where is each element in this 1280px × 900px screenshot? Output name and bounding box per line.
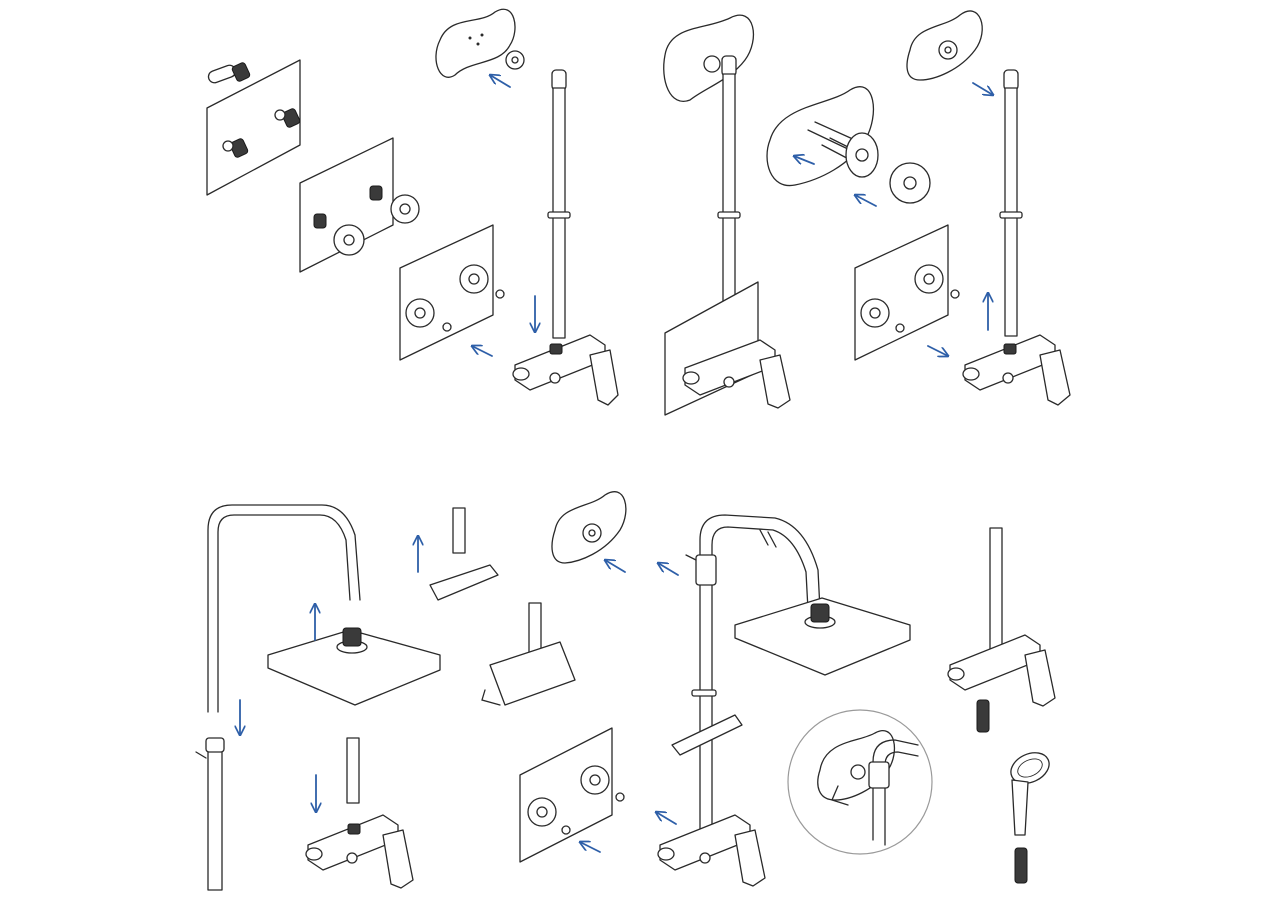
arrow-to-bar-3 (972, 82, 993, 95)
arrow-to-wall-1 (490, 75, 511, 88)
bar-stub (452, 507, 466, 554)
eccentric-fitting-1 (222, 138, 249, 158)
detail-magnifier (787, 709, 933, 855)
handshower (1010, 752, 1050, 836)
figure-shower-head (195, 504, 441, 891)
fitting-with-rosette-1 (313, 213, 365, 256)
hose-nut (976, 699, 990, 733)
arrow-cover (855, 195, 877, 207)
figure-hand-shower (947, 527, 1056, 884)
arrow-to-wall-5 (605, 560, 626, 573)
figure-plate-bottom (519, 491, 679, 863)
bar-collar-1 (547, 211, 571, 219)
arrow-to-plate-6 (580, 842, 601, 853)
fitting-with-rosette-2 (369, 185, 420, 224)
arrow-to-wall-6 (658, 563, 679, 576)
arrow-to-plate-1 (472, 346, 493, 357)
shower-arm-outer (207, 504, 361, 713)
mixer-5 (305, 814, 414, 889)
square-shower-head-2 (734, 597, 911, 676)
head-connector (336, 627, 368, 654)
bar-stub-2 (346, 737, 360, 804)
mixer-lever-1 (589, 349, 619, 406)
figure-bar-mixer-3 (854, 10, 1071, 406)
eccentric-fitting-2 (274, 108, 301, 128)
figure-full-assembly (656, 514, 911, 887)
slide-holder (429, 564, 499, 601)
bar-top-cap (551, 69, 567, 91)
hose-connector (1014, 847, 1028, 884)
shower-arm-inner (217, 514, 351, 713)
riser-bar-4 (207, 749, 223, 891)
arrow-to-mixer-6 (656, 812, 677, 825)
mixer-6 (657, 814, 766, 887)
figure-wall-plates (206, 59, 505, 361)
mixer-1 (512, 334, 619, 406)
wall-plate-6 (519, 727, 613, 863)
column-joint (695, 554, 717, 586)
arrow-plugs (794, 156, 815, 165)
arrow-to-mixer-3 (927, 345, 948, 356)
figure-bar-mixer-1 (435, 8, 619, 406)
mixer-2 (682, 339, 791, 409)
mixer-3 (962, 334, 1071, 406)
mixer-7 (947, 634, 1056, 707)
mixer-body-4 (489, 641, 576, 706)
shower-column-outer (699, 514, 821, 841)
loose-fitting (207, 62, 251, 84)
wall-patch-1 (435, 8, 516, 78)
figure-drill-bracket (766, 86, 931, 207)
wall-plate-2 (299, 137, 394, 273)
wall-plate-1 (206, 59, 301, 196)
figure-bar-mixer-2 (663, 14, 791, 416)
wall-bracket-1 (505, 50, 525, 70)
figure-holder (305, 507, 576, 889)
riser-bar-5 (989, 527, 1003, 651)
handshower-grip (1011, 779, 1029, 836)
slide-holder-2 (671, 714, 743, 756)
